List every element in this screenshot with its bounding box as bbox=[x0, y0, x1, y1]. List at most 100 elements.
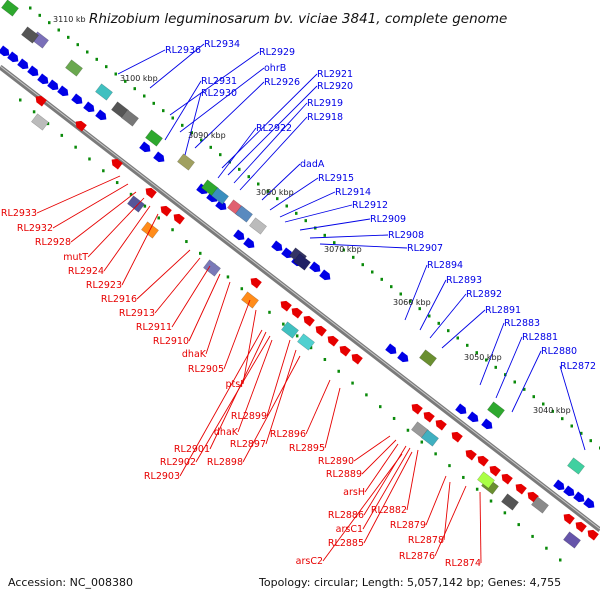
forward-gene-arrow bbox=[27, 65, 39, 77]
label-leader-line bbox=[169, 51, 260, 116]
genome-backbone-highlight bbox=[0, 65, 600, 530]
label-leader-line bbox=[223, 299, 251, 370]
gc-dot bbox=[561, 417, 564, 421]
gc-dot bbox=[162, 109, 165, 113]
gc-dot bbox=[219, 153, 222, 157]
label-leader-line bbox=[479, 491, 482, 564]
gc-dot bbox=[143, 94, 146, 98]
reverse-gene-arrow bbox=[145, 187, 157, 199]
gc-dot bbox=[171, 116, 174, 120]
gc-dot bbox=[200, 138, 203, 142]
gc-dot bbox=[570, 424, 573, 428]
reverse-gene-label: RL2902 bbox=[160, 457, 196, 468]
label-leader-line bbox=[559, 365, 586, 451]
tick-label: 3100 kbp bbox=[120, 74, 158, 83]
feature-block bbox=[203, 259, 221, 277]
forward-gene-arrow bbox=[563, 485, 575, 497]
gc-dot bbox=[257, 182, 260, 186]
label-leader-line bbox=[434, 485, 467, 557]
gc-dot bbox=[282, 322, 285, 326]
gc-dot bbox=[406, 428, 410, 432]
reverse-gene-arrow bbox=[489, 465, 501, 477]
label-leader-line bbox=[479, 322, 505, 386]
tick-label: 3090 kbp bbox=[188, 131, 226, 140]
reverse-gene-arrow bbox=[411, 403, 423, 415]
tick-label: 3050 kbp bbox=[464, 353, 502, 362]
forward-gene-arrow bbox=[481, 418, 493, 430]
reverse-gene-arrow bbox=[315, 325, 327, 337]
reverse-gene-label: RL2901 bbox=[174, 444, 210, 455]
reverse-gene-arrow bbox=[515, 483, 527, 495]
feature-block bbox=[145, 129, 163, 147]
label-leader-line bbox=[362, 447, 411, 530]
gc-dot bbox=[115, 181, 119, 185]
gc-dot bbox=[379, 405, 382, 409]
reverse-gene-arrow bbox=[75, 120, 87, 132]
gc-dot bbox=[29, 6, 32, 10]
gc-dot bbox=[157, 216, 160, 220]
gc-dot bbox=[143, 204, 147, 208]
reverse-gene-arrow bbox=[575, 521, 587, 533]
reverse-gene-label: RL2890 bbox=[318, 456, 354, 467]
label-leader-line bbox=[194, 81, 265, 149]
reverse-gene-arrow bbox=[563, 513, 575, 525]
feature-block bbox=[249, 217, 267, 235]
reverse-gene-label: RL2889 bbox=[326, 469, 362, 480]
forward-gene-label: RL2872 bbox=[560, 361, 596, 372]
reverse-gene-label: RL2916 bbox=[101, 294, 137, 305]
label-leader-line bbox=[154, 257, 201, 314]
reverse-gene-label: arsC1 bbox=[336, 524, 363, 535]
gc-dot bbox=[447, 329, 450, 333]
forward-gene-label: RL2894 bbox=[427, 260, 463, 271]
forward-gene-label: RL2909 bbox=[370, 214, 406, 225]
label-leader-line bbox=[443, 481, 451, 541]
gc-dot bbox=[380, 277, 383, 281]
label-leader-line bbox=[284, 204, 353, 223]
forward-gene-label: RL2893 bbox=[446, 275, 482, 286]
forward-gene-label: RL2880 bbox=[541, 346, 577, 357]
forward-gene-arrow bbox=[271, 240, 283, 252]
gc-dot bbox=[285, 204, 288, 208]
label-leader-line bbox=[179, 329, 263, 477]
label-leader-line bbox=[324, 387, 341, 449]
label-leader-line bbox=[511, 350, 542, 413]
gc-dot bbox=[38, 13, 41, 17]
gc-dot bbox=[171, 228, 174, 232]
feature-block bbox=[177, 153, 195, 171]
reverse-gene-arrow bbox=[423, 411, 435, 423]
reverse-gene-arrow bbox=[291, 307, 303, 319]
gc-dot bbox=[503, 511, 507, 515]
forward-gene-arrow bbox=[573, 491, 585, 503]
forward-gene-label: RL2931 bbox=[201, 76, 237, 87]
reverse-gene-label: RL2876 bbox=[399, 551, 435, 562]
label-leader-line bbox=[363, 451, 413, 544]
gc-dot bbox=[105, 65, 108, 69]
label-leader-line bbox=[361, 439, 397, 475]
forward-gene-arrow bbox=[0, 45, 10, 57]
reverse-gene-arrow bbox=[111, 158, 123, 170]
label-leader-line bbox=[242, 355, 301, 463]
tick-label: 3070 kbp bbox=[324, 245, 362, 254]
gc-dot bbox=[48, 21, 51, 25]
forward-gene-label: RL2914 bbox=[335, 187, 371, 198]
feature-block bbox=[281, 321, 299, 339]
reverse-gene-arrow bbox=[501, 473, 513, 485]
feature-block bbox=[297, 333, 315, 351]
gc-dot bbox=[268, 310, 271, 314]
forward-gene-arrow bbox=[153, 151, 165, 163]
reverse-gene-label: RL2898 bbox=[207, 457, 243, 468]
label-leader-line bbox=[184, 92, 202, 156]
label-leader-line bbox=[309, 234, 389, 239]
gc-dot bbox=[181, 123, 184, 127]
label-leader-line bbox=[171, 265, 211, 328]
tick-label: 3040 kbp bbox=[533, 406, 571, 415]
reverse-gene-label: RL2913 bbox=[119, 308, 155, 319]
forward-gene-label: RL2881 bbox=[522, 332, 558, 343]
gc-dot bbox=[589, 439, 592, 443]
reverse-gene-label: RL2882 bbox=[371, 505, 407, 516]
gc-dot bbox=[523, 387, 526, 391]
gc-dot bbox=[517, 523, 520, 527]
reverse-gene-label: arsC2 bbox=[296, 556, 323, 567]
gc-dot bbox=[240, 287, 244, 291]
forward-gene-label: RL2934 bbox=[204, 39, 240, 50]
